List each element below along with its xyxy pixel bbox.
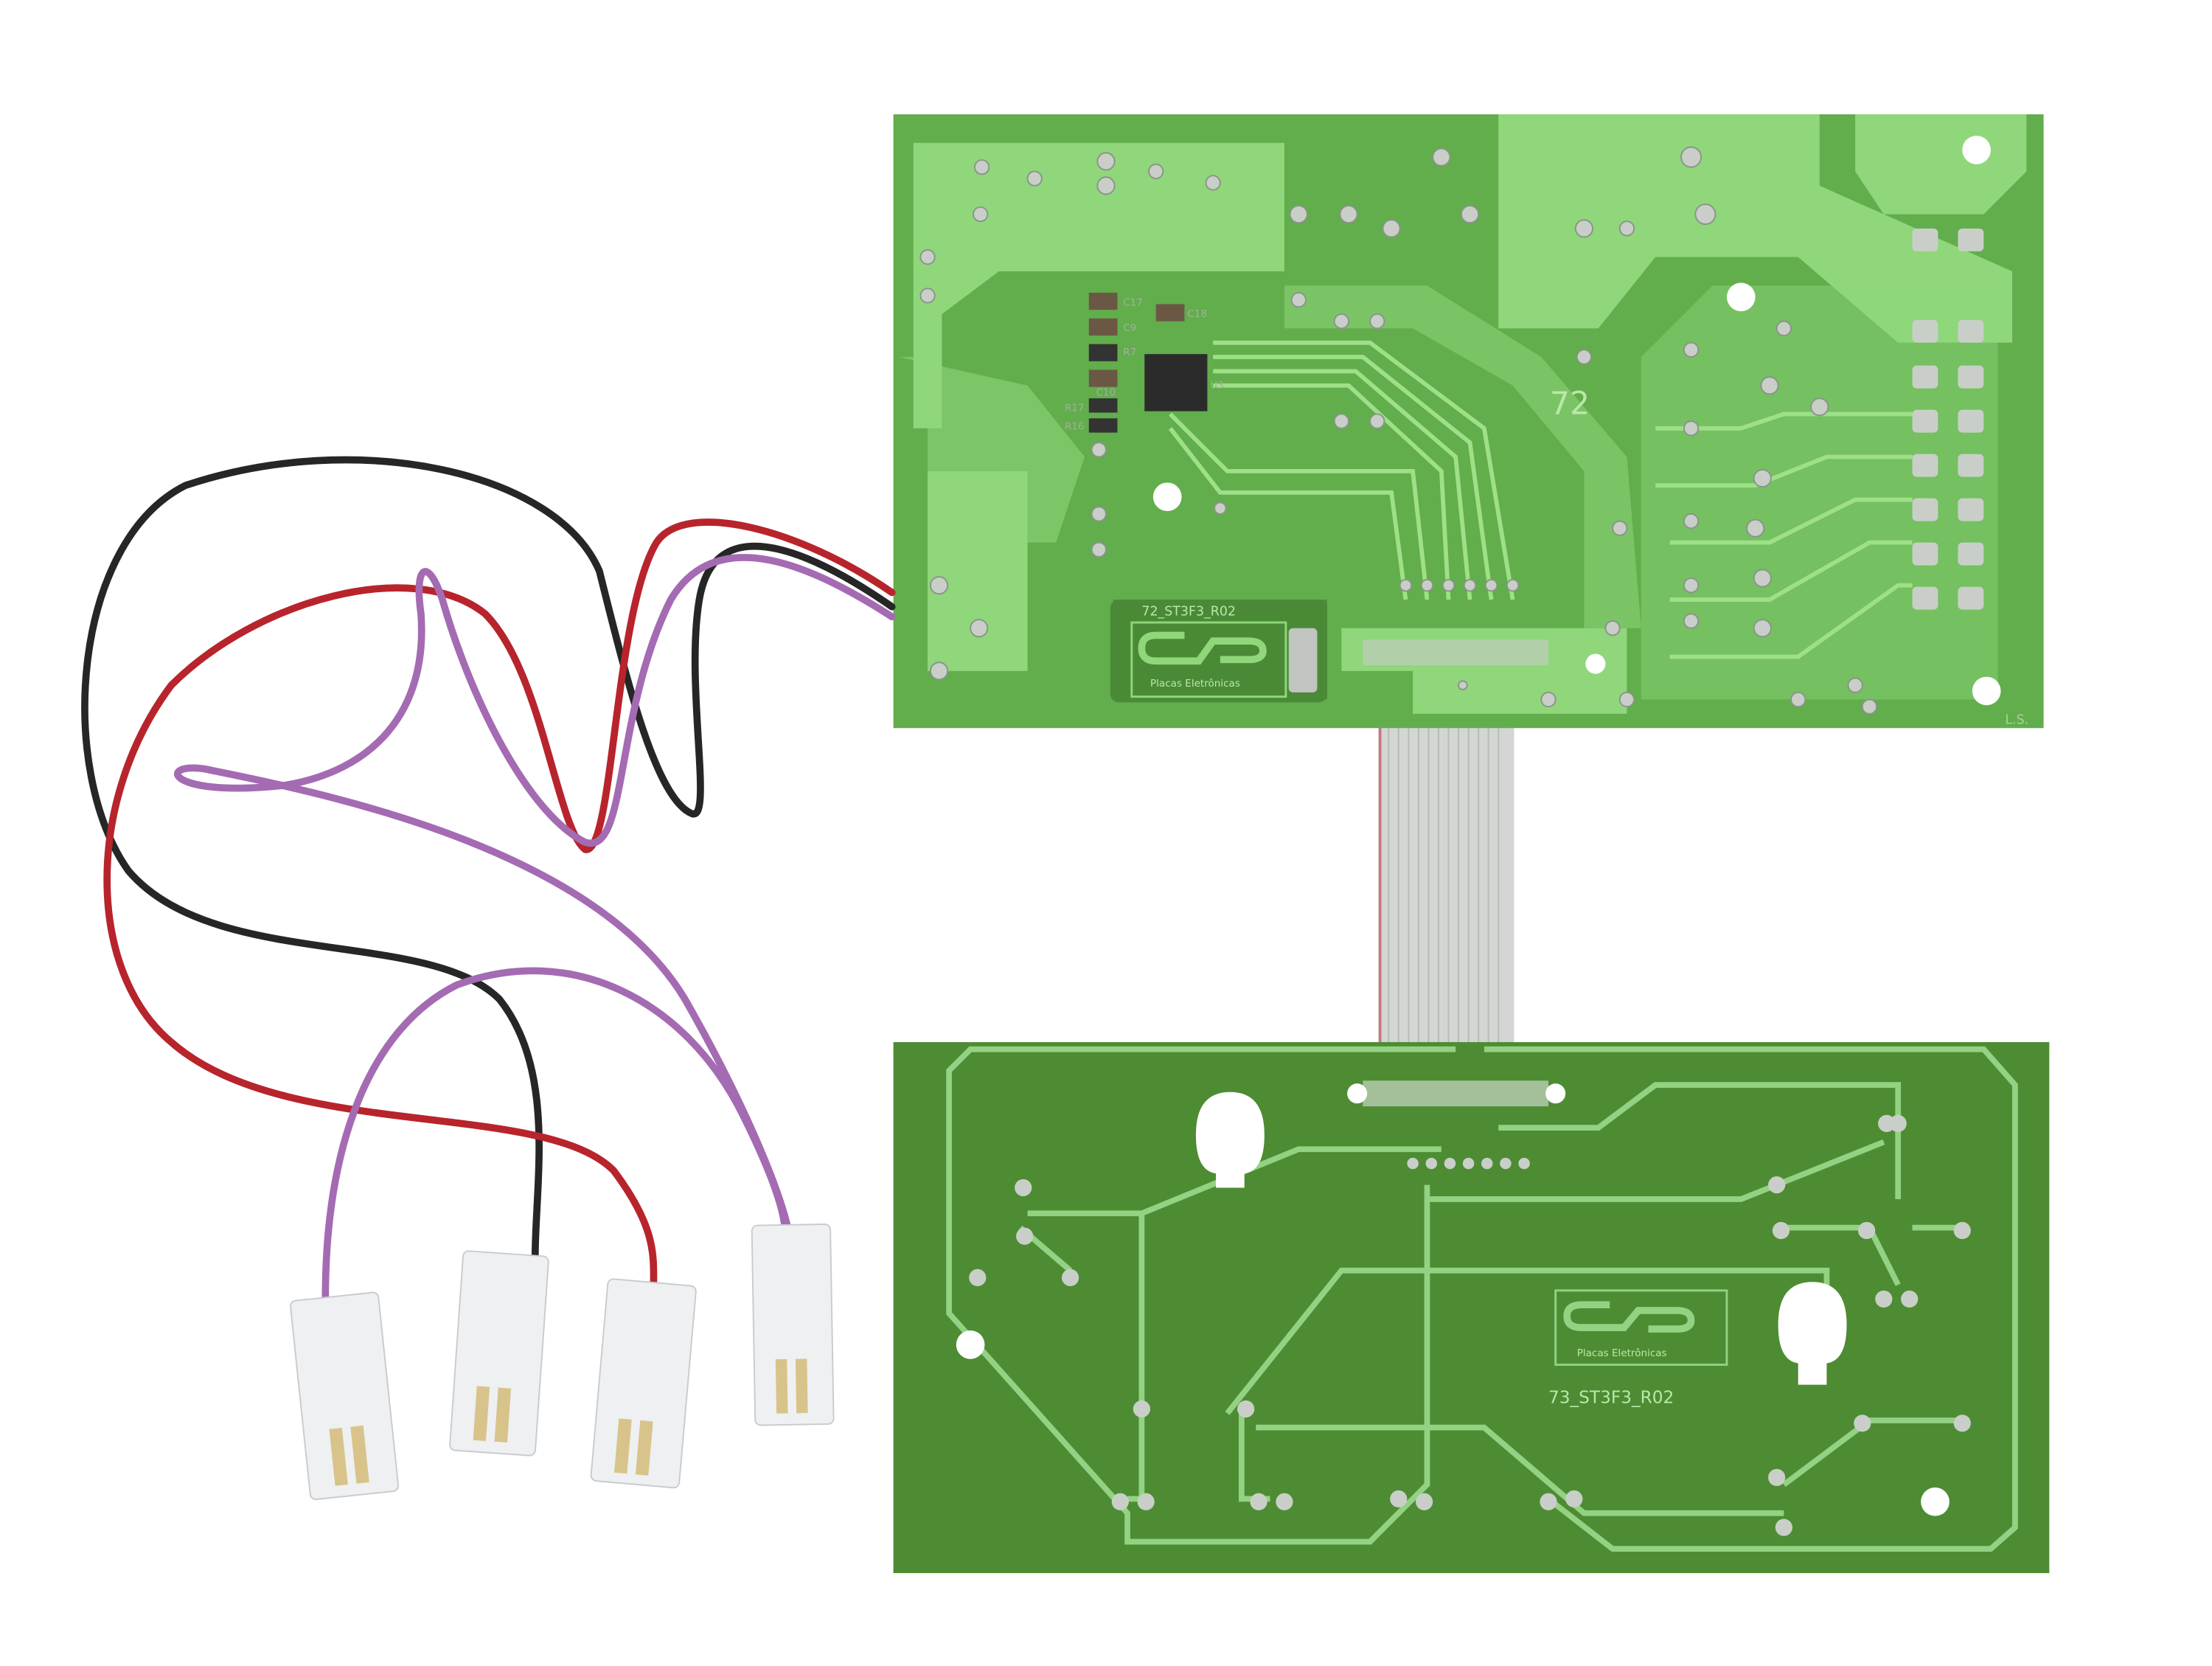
svg-text:R7: R7 — [1123, 347, 1136, 358]
board-number: 72 — [1550, 385, 1590, 422]
maker-logo-lower: Placas Eletrônicas 73_ST3F3_R02 — [1548, 1289, 1728, 1408]
lower-holes — [956, 1083, 1950, 1516]
ic-chip-u3 — [1144, 354, 1208, 412]
maker-name-lower: Placas Eletrônicas — [1577, 1347, 1667, 1359]
svg-text:C10: C10 — [1096, 386, 1116, 398]
connector-3 — [590, 1278, 697, 1489]
svg-text:C18: C18 — [1187, 308, 1207, 320]
maker-logo-upper: 72_ST3F3_R02 Placas Eletrônicas — [1110, 600, 1327, 703]
solder-pads — [919, 146, 1878, 715]
part-code-upper: 72_ST3F3_R02 — [1141, 604, 1236, 619]
lower-circuit-board: Placas Eletrônicas 73_ST3F3_R02 — [893, 1042, 2050, 1574]
lower-solder-pads — [969, 1114, 1971, 1536]
smd-components — [1088, 292, 1208, 433]
wire-black — [81, 456, 896, 1260]
signal-traces — [1168, 340, 1913, 659]
maker-name-upper: Placas Eletrônicas — [1150, 678, 1240, 690]
connector-1 — [290, 1291, 400, 1501]
svg-text:C9: C9 — [1123, 322, 1136, 334]
connectors — [290, 1224, 835, 1501]
initials-marking: L.S. — [2005, 712, 2028, 727]
svg-text:C17: C17 — [1123, 296, 1143, 308]
square-pads — [1912, 228, 1984, 610]
ribbon-cable — [1378, 721, 1514, 1049]
wire-red — [103, 518, 896, 1288]
wire-purple-1 — [173, 554, 896, 1232]
connector-2 — [449, 1250, 549, 1457]
component-labels: C17 C9 R7 C10 R17 R16 C18 U3 — [1065, 296, 1224, 432]
svg-text:R16: R16 — [1065, 421, 1085, 433]
ribbon-solder-strip — [1363, 639, 1548, 666]
upper-circuit-board: C17 C9 R7 C10 R17 R16 C18 U3 72 L.S. 72_… — [893, 114, 2044, 729]
svg-text:R17: R17 — [1065, 403, 1085, 414]
svg-text:U3: U3 — [1210, 380, 1224, 392]
wire-harness — [81, 456, 896, 1303]
part-code-lower: 73_ST3F3_R02 — [1548, 1388, 1674, 1408]
ribbon-solder-strip-lower — [1363, 1080, 1548, 1107]
wire-purple-2 — [321, 967, 789, 1303]
connector-4 — [751, 1224, 835, 1426]
